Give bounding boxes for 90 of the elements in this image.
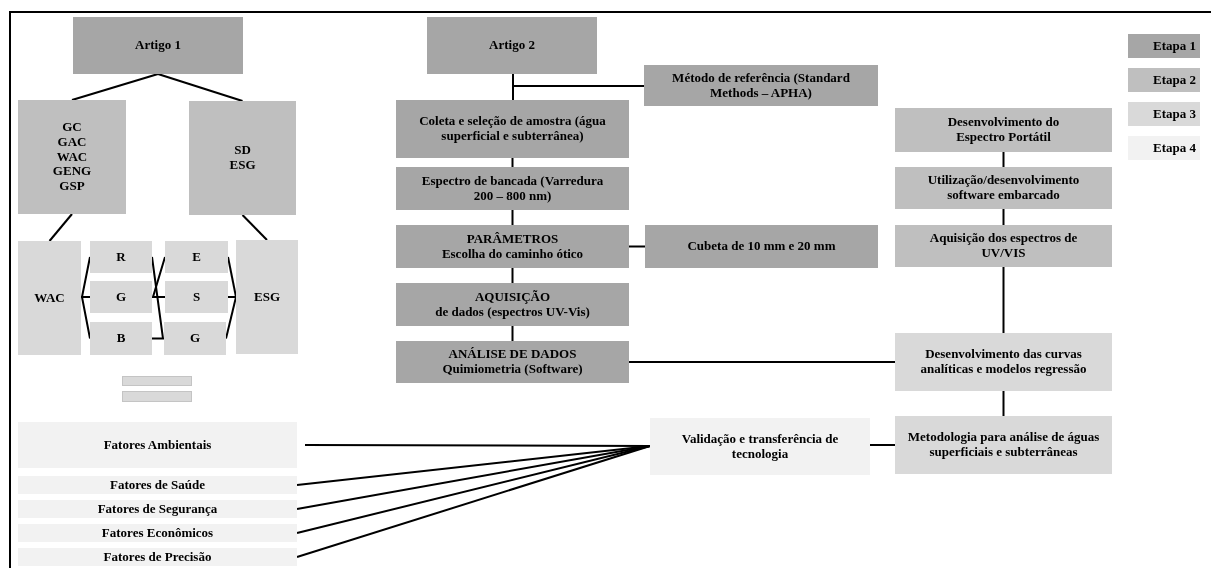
connector-line [1002, 266, 1005, 334]
connector-line [1002, 208, 1005, 226]
box-text: Coleta e seleção de amostra (água superficial e subterrânea) [418, 114, 607, 144]
box-text: G [115, 289, 127, 305]
process-box [164, 322, 226, 355]
process-box [18, 100, 126, 214]
box-text: E [192, 249, 201, 265]
connector-line [869, 444, 896, 446]
process-box [189, 101, 296, 215]
connector-line [71, 73, 159, 101]
process-box [90, 241, 152, 273]
box-text: SD ESG [228, 143, 257, 173]
box-text: Metodologia para análise de águas superficiais e subterrâneas [906, 430, 1101, 460]
box-text: Validação e transferência de tecnologia [680, 431, 840, 462]
connector-line [296, 445, 651, 558]
connector-line [628, 245, 646, 248]
process-box [236, 240, 298, 354]
box-text: Fatores de Saúde [109, 477, 206, 493]
process-box [18, 476, 297, 494]
connector-line [151, 256, 166, 298]
process-box [18, 548, 297, 566]
process-box [90, 322, 152, 355]
process-box [18, 241, 81, 355]
process-box [650, 418, 870, 475]
box-heading: AQUISIÇÃO [474, 289, 551, 305]
process-box [73, 17, 243, 74]
box-text: Artigo 1 [135, 38, 181, 53]
process-box [165, 241, 228, 273]
connector-line [512, 73, 514, 101]
box-text: Desenvolvimento do Espectro Portátil [946, 115, 1061, 145]
box-text: Método de referência (Standard Methods – APHA) [671, 70, 851, 101]
box-text: WAC [34, 290, 65, 306]
connector-line [227, 296, 237, 298]
connector-line [157, 73, 244, 102]
box-text: S [192, 289, 201, 305]
connector-line [511, 267, 514, 284]
process-box [895, 108, 1112, 152]
connector-line [1002, 151, 1005, 168]
box-text: Aquisição dos espectros de UV/VIS [928, 231, 1079, 261]
box-text: Fatores de Segurança [97, 501, 218, 517]
connector-line [80, 296, 91, 340]
box-heading: PARÂMETROS [466, 231, 559, 247]
process-box [396, 341, 629, 383]
box-text: R [116, 249, 126, 265]
box-heading: ANÁLISE DE DADOS [448, 347, 577, 362]
process-box [645, 225, 878, 268]
box-text: Espectro de bancada (Varredura 200 – 800 nm) [420, 173, 605, 204]
legend-label: Etapa 2 [1152, 72, 1196, 88]
box-text: G [189, 331, 201, 346]
connector-line [241, 214, 268, 241]
connector-line [1002, 390, 1005, 417]
process-box [18, 500, 297, 518]
process-box [427, 17, 597, 74]
box-text: Fatores Ambientais [103, 437, 212, 453]
connector-line [511, 157, 514, 168]
legend-label: Etapa 4 [1152, 140, 1196, 156]
connector-line [296, 445, 651, 510]
box-text: Cubeta de 10 mm e 20 mm [687, 239, 836, 254]
process-box [90, 281, 152, 313]
process-box [895, 416, 1112, 474]
process-box [396, 167, 629, 210]
box-text: Fatores de Precisão [103, 549, 212, 565]
connector-line [511, 209, 514, 226]
box-text: B [116, 331, 126, 346]
process-box [396, 225, 629, 268]
box-text: Fatores Econômicos [101, 525, 214, 541]
box-text: GC GAC WAC GENG GSP [52, 119, 92, 195]
process-box [165, 281, 228, 313]
box-text: ESG [254, 289, 280, 305]
box-text: Artigo 2 [489, 38, 535, 53]
connector-line [80, 256, 91, 298]
box-text: Desenvolvimento das curvas analíticas e modelos regressão [919, 347, 1088, 377]
process-box [396, 283, 629, 326]
empty-bar [122, 376, 192, 386]
connector-line [628, 361, 896, 363]
empty-bar [122, 391, 192, 402]
box-text: Utilização/desenvolvimento software embarcado [926, 173, 1081, 203]
legend-label: Etapa 3 [1152, 106, 1196, 122]
box-text: de dados (espectros UV-Vis) [435, 304, 590, 320]
process-box [396, 100, 629, 158]
connector-line [48, 213, 73, 242]
process-box [644, 65, 878, 106]
box-text: Quimiometria (Software) [442, 362, 583, 377]
process-box [18, 524, 297, 542]
legend-label: Etapa 1 [1152, 38, 1196, 54]
process-box [895, 167, 1112, 209]
process-box [895, 333, 1112, 391]
process-box [895, 225, 1112, 267]
box-text: Escolha do caminho ótico [441, 246, 584, 262]
connector-line [511, 325, 514, 342]
